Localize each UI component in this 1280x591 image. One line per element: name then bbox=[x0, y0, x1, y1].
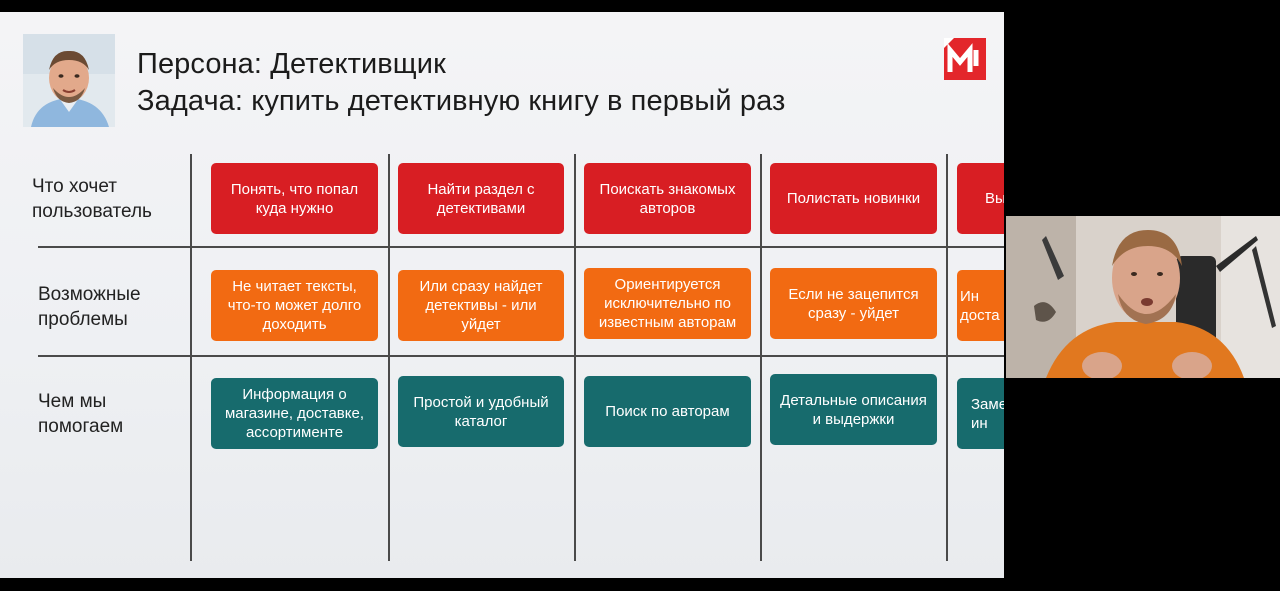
row-label-line: пользователь bbox=[32, 201, 152, 222]
want-card: Найти раздел с детективами bbox=[398, 163, 564, 234]
row-label-wants: Что хочет пользователь bbox=[32, 174, 152, 224]
persona-photo bbox=[23, 34, 115, 127]
help-card: Информация о магазине, доставке, ассорти… bbox=[211, 378, 378, 449]
problem-card: Ориентируется исключительно по известным… bbox=[584, 268, 751, 339]
grid-divider bbox=[190, 154, 192, 561]
persona-title: Персона: Детективщик bbox=[137, 48, 446, 80]
row-label-line: Чем мы bbox=[38, 391, 107, 412]
presentation-slide: Персона: Детективщик Задача: купить дете… bbox=[0, 12, 1004, 578]
want-card: Поискать знакомых авторов bbox=[584, 163, 751, 234]
slide-title: Персона: Детективщик Задача: купить дете… bbox=[137, 46, 785, 120]
want-card: Понять, что попал куда нужно bbox=[211, 163, 378, 234]
task-title: Задача: купить детективную книгу в первы… bbox=[137, 85, 786, 117]
grid-divider bbox=[760, 154, 762, 561]
magnit-logo-icon bbox=[940, 36, 990, 82]
row-divider bbox=[38, 355, 1004, 357]
help-card: Детальные описания и выдержки bbox=[770, 374, 937, 445]
row-label-line: проблемы bbox=[38, 309, 128, 330]
grid-divider bbox=[388, 154, 390, 561]
help-card: Поиск по авторам bbox=[584, 376, 751, 447]
want-card: Полистать новинки bbox=[770, 163, 937, 234]
presenter-webcam bbox=[1006, 216, 1280, 378]
problem-card: Или сразу найдет детективы - или уйдет bbox=[398, 270, 564, 341]
row-label-line: Возможные bbox=[38, 284, 141, 305]
row-label-line: помогаем bbox=[38, 416, 124, 437]
problem-card: Не читает тексты, что-то может долго дох… bbox=[211, 270, 378, 341]
row-label-line: Что хочет bbox=[32, 176, 117, 197]
problem-card: Если не зацепится сразу - уйдет bbox=[770, 268, 937, 339]
row-label-help: Чем мы помогаем bbox=[38, 389, 123, 439]
help-card: Простой и удобный каталог bbox=[398, 376, 564, 447]
row-divider bbox=[38, 246, 1004, 248]
help-card: Заме ин bbox=[957, 378, 1004, 449]
want-card: Вы bbox=[957, 163, 1004, 234]
grid-divider bbox=[946, 154, 948, 561]
row-label-problems: Возможные проблемы bbox=[38, 282, 141, 332]
grid-divider bbox=[574, 154, 576, 561]
problem-card: Ин доста bbox=[957, 270, 1004, 341]
